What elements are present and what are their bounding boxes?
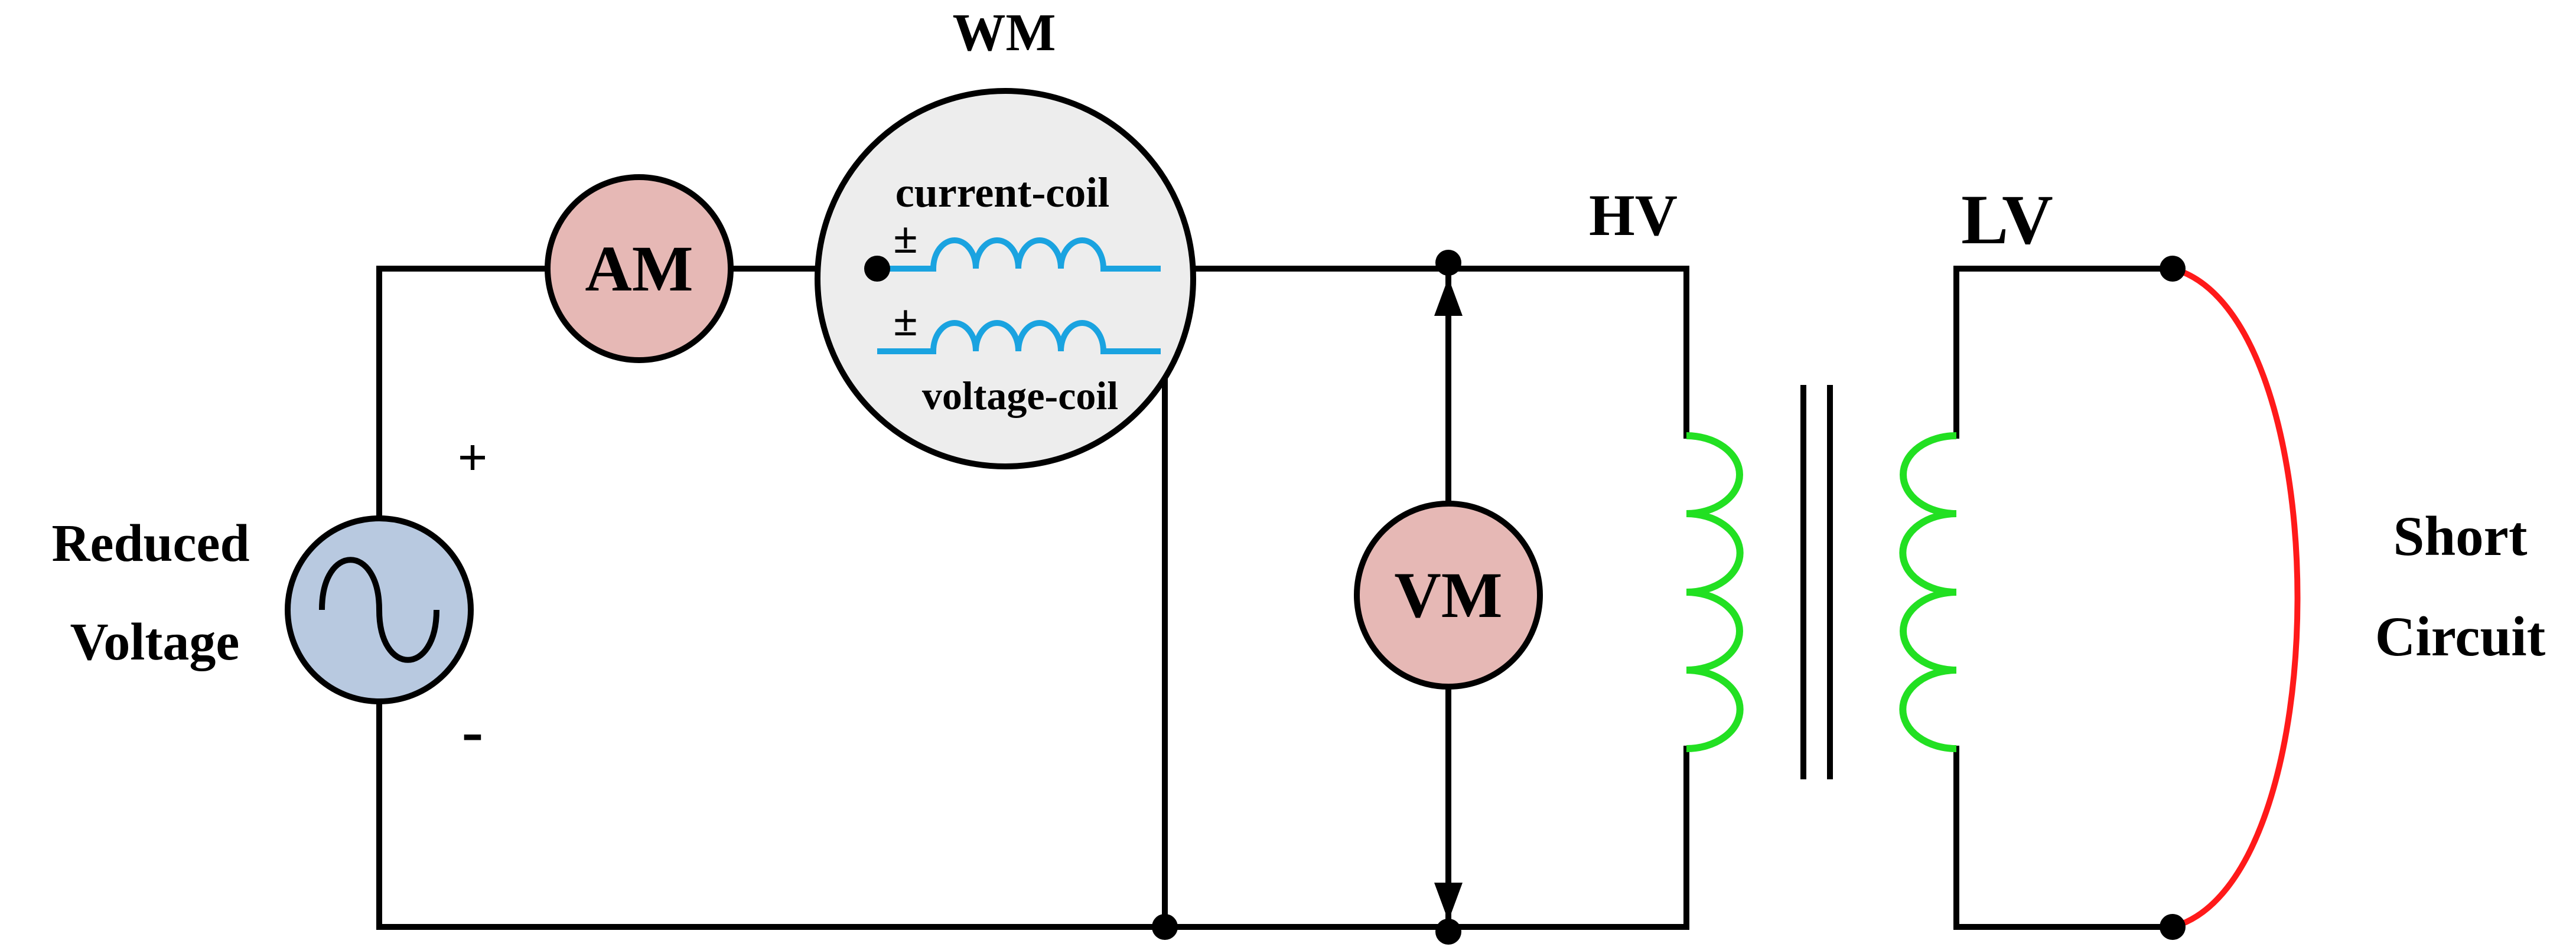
current-coil-polarity-mark: ±	[893, 214, 917, 263]
junction-dot	[1435, 250, 1461, 276]
junction-dot	[864, 256, 890, 282]
ac-source-icon	[319, 557, 439, 663]
voltmeter-body	[1354, 501, 1543, 690]
current-coil-label: current-coil	[895, 169, 1110, 216]
lv-label: LV	[1961, 180, 2053, 259]
voltage-coil-label: voltage-coil	[922, 373, 1118, 418]
voltmeter-arrow-down-icon	[1434, 883, 1463, 921]
junction-dot	[1152, 914, 1178, 940]
wattmeter-body	[815, 88, 1196, 469]
source-minus-sign: -	[462, 695, 484, 767]
short-circuit-wire	[2171, 266, 2301, 930]
terminal-dot	[2160, 914, 2186, 940]
short-circuit-label-line2: Circuit	[2375, 605, 2546, 668]
lv-winding-icon	[1899, 432, 1957, 752]
junction-dot	[1435, 919, 1461, 945]
junction-dots	[864, 250, 2186, 945]
terminal-dot	[2160, 256, 2186, 282]
voltmeter: VM	[1354, 501, 1543, 690]
wattmeter: WM current-coil voltage-coil ± ±	[815, 4, 1196, 469]
source-plus-sign: +	[457, 429, 487, 487]
short-circuit-label-line1: Short	[2393, 505, 2528, 567]
voltage-coil-icon	[877, 320, 1161, 354]
transformer: HV LV	[1589, 180, 2053, 779]
hv-label: HV	[1589, 182, 1678, 248]
voltage-coil-polarity-mark: ±	[893, 296, 917, 345]
ammeter-body	[545, 174, 734, 363]
voltmeter-label: VM	[1394, 559, 1502, 631]
source-label-line2: Voltage	[70, 613, 240, 671]
wires	[376, 266, 2176, 933]
current-coil-icon	[877, 237, 1161, 272]
ammeter: AM	[545, 174, 734, 363]
voltmeter-arrow-up-icon	[1434, 277, 1463, 316]
ammeter-label: AM	[585, 233, 693, 305]
hv-winding-icon	[1686, 432, 1744, 752]
wattmeter-title: WM	[953, 4, 1056, 62]
source-label-line1: Reduced	[52, 514, 250, 573]
ac-voltage-source	[285, 515, 474, 704]
